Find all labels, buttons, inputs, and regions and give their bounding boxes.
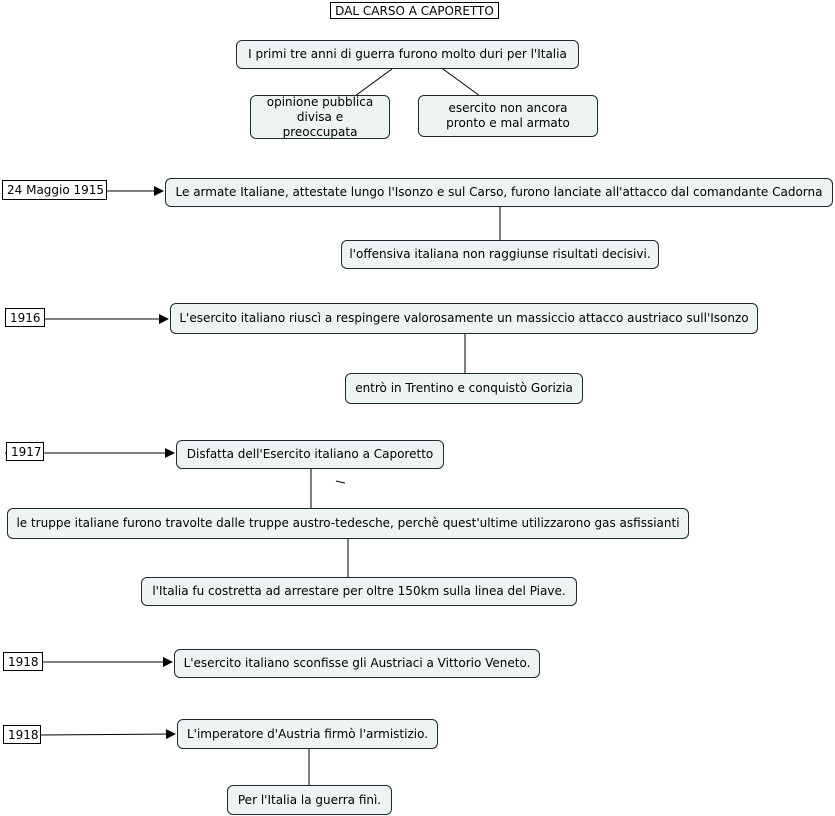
date-label-1918a: 1918 [3,652,43,671]
link-intro-left [354,68,393,97]
event-1915-sub-node: l'offensiva italiana non raggiunse risul… [341,240,659,269]
date-label-1917: 1917 [6,442,44,461]
date-label-1918b: 1918 [3,725,41,744]
intro-left-node: opinione pubblica divisa e preoccupata [250,95,390,139]
intro-main-node: I primi tre anni di guerra furono molto … [236,40,579,69]
event-1916-sub-node: entrò in Trentino e conquistò Gorizia [345,373,583,404]
arrow-1918b [40,729,176,740]
event-1916-node: L'esercito italiano riuscì a respingere … [170,303,758,334]
event-1918b-node: L'imperatore d'Austria firmò l'armistizi… [177,719,438,749]
date-label-1916: 1916 [5,308,45,327]
link-intro-right [442,68,481,97]
map-title: DAL CARSO A CAPORETTO [330,2,499,19]
event-1915-node: Le armate Italiane, attestate lungo l'Is… [165,178,833,207]
event-1917-sub-node: le truppe italiane furono travolte dalle… [7,508,689,539]
event-1918a-node: L'esercito italiano sconfisse gli Austri… [174,649,540,678]
link-1917-curl [335,480,346,484]
date-label-1915: 24 Maggio 1915 [2,180,107,200]
event-1917-node: Disfatta dell'Esercito italiano a Capore… [176,440,444,469]
event-1918b-sub-node: Per l'Italia la guerra finì. [227,785,392,815]
event-1917-sub2-node: l'Italia fu costretta ad arrestare per o… [141,577,577,606]
intro-right-node: esercito non ancora pronto e mal armato [418,95,598,137]
